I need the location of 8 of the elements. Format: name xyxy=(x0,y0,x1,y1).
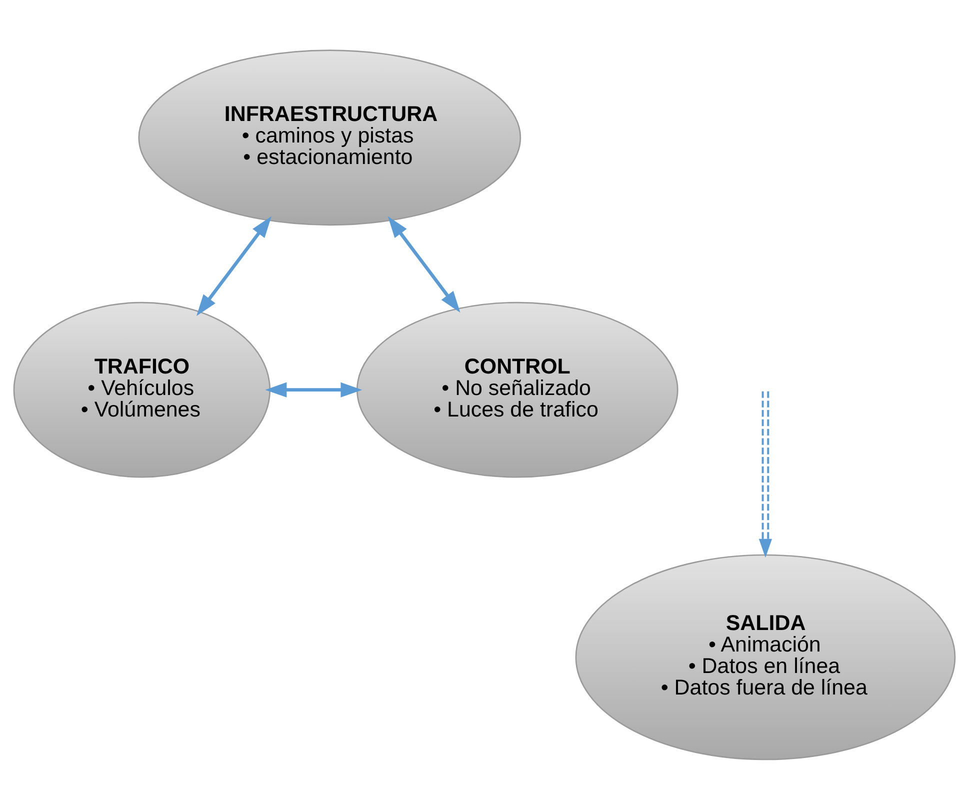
node-ellipse: CONTROL • No señalizado • Luces de trafico xyxy=(356,301,678,478)
node-ellipse: INFRAESTRUCTURA • caminos y pistas • estacionamiento xyxy=(138,49,522,226)
arrow xyxy=(265,382,362,397)
arrow xyxy=(196,216,272,316)
arrow xyxy=(388,216,460,312)
node-ellipse: TRAFICO • Vehículos • Volúmenes xyxy=(13,301,271,478)
arrow xyxy=(758,390,772,558)
node-ellipse: SALIDA • Animación • Datos en línea • Datos fuera de línea xyxy=(575,554,956,760)
